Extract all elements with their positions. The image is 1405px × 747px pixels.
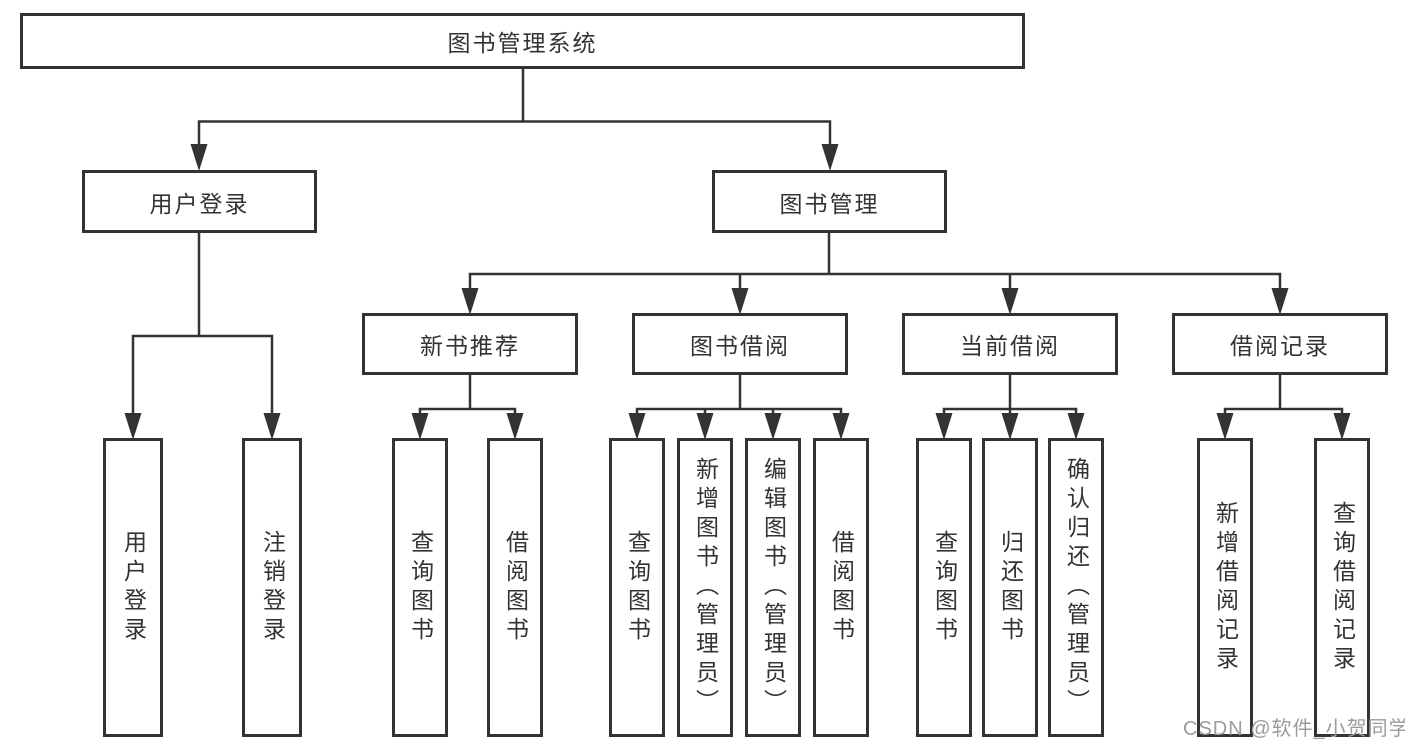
node-borrowing-records: 借阅记录 <box>1172 313 1388 375</box>
connector-book-borrowing <box>635 375 843 418</box>
leaf-confirm-return-admin: 确认归还（管理员） <box>1048 438 1104 737</box>
leaf-borrow-books-recommend: 借阅图书 <box>487 438 543 737</box>
leaf-label: 新增借阅记录 <box>1212 500 1239 675</box>
arrow-icon <box>696 413 714 440</box>
leaf-label: 新增图书（管理员） <box>692 457 719 718</box>
arrowheads <box>124 144 1351 440</box>
leaf-query-borrow-record: 查询借阅记录 <box>1314 438 1370 737</box>
arrow-icon <box>935 413 953 440</box>
node-current-borrowing: 当前借阅 <box>902 313 1118 375</box>
arrow-icon <box>1001 413 1019 440</box>
leaf-label: 用户登录 <box>120 529 147 646</box>
connector-borrowing-records <box>1223 375 1344 418</box>
node-library-system: 图书管理系统 <box>20 13 1025 69</box>
arrow-icon <box>506 413 524 440</box>
leaf-label: 查询图书 <box>931 529 958 646</box>
node-new-book-recommend: 新书推荐 <box>362 313 578 375</box>
arrow-icon <box>411 413 429 440</box>
connector-user-login <box>131 233 274 416</box>
leaf-user-login: 用户登录 <box>103 438 163 737</box>
arrow-icon <box>1271 288 1289 315</box>
arrow-icon <box>124 413 142 440</box>
leaf-return-books: 归还图书 <box>982 438 1038 737</box>
arrow-icon <box>764 413 782 440</box>
leaf-logout: 注销登录 <box>242 438 302 737</box>
connector-current-borrowing <box>942 375 1078 418</box>
connector-root <box>197 69 832 148</box>
leaf-label: 查询图书 <box>407 529 434 646</box>
leaf-label: 查询借阅记录 <box>1329 500 1356 675</box>
leaf-add-borrow-record: 新增借阅记录 <box>1197 438 1253 737</box>
arrow-icon <box>1067 413 1085 440</box>
arrow-icon <box>263 413 281 440</box>
arrow-icon <box>1333 413 1351 440</box>
node-user-login: 用户登录 <box>82 170 317 233</box>
leaf-label: 注销登录 <box>259 529 286 646</box>
leaf-label: 归还图书 <box>997 529 1024 646</box>
leaf-edit-books-admin: 编辑图书（管理员） <box>745 438 801 737</box>
leaf-query-books-current: 查询图书 <box>916 438 972 737</box>
arrow-icon <box>461 288 479 315</box>
arrow-icon <box>628 413 646 440</box>
leaf-label: 编辑图书（管理员） <box>760 457 787 718</box>
arrow-icon <box>821 144 839 171</box>
connector-book-management <box>468 233 1282 292</box>
node-book-management: 图书管理 <box>712 170 947 233</box>
leaf-query-books-borrowing: 查询图书 <box>609 438 665 737</box>
leaf-add-books-admin: 新增图书（管理员） <box>677 438 733 737</box>
leaf-query-books-recommend: 查询图书 <box>392 438 448 737</box>
leaf-label: 确认归还（管理员） <box>1063 457 1090 718</box>
arrow-icon <box>1001 288 1019 315</box>
leaf-borrow-books-borrowing: 借阅图书 <box>813 438 869 737</box>
arrow-icon <box>731 288 749 315</box>
leaf-label: 查询图书 <box>624 529 651 646</box>
arrow-icon <box>832 413 850 440</box>
node-book-borrowing: 图书借阅 <box>632 313 848 375</box>
leaf-label: 借阅图书 <box>828 529 855 646</box>
watermark: CSDN @软件_小贺同学 <box>1183 718 1405 740</box>
arrow-icon <box>1216 413 1234 440</box>
connector-new-book-recommend <box>418 375 517 418</box>
leaf-label: 借阅图书 <box>502 529 529 646</box>
arrow-icon <box>190 144 208 171</box>
